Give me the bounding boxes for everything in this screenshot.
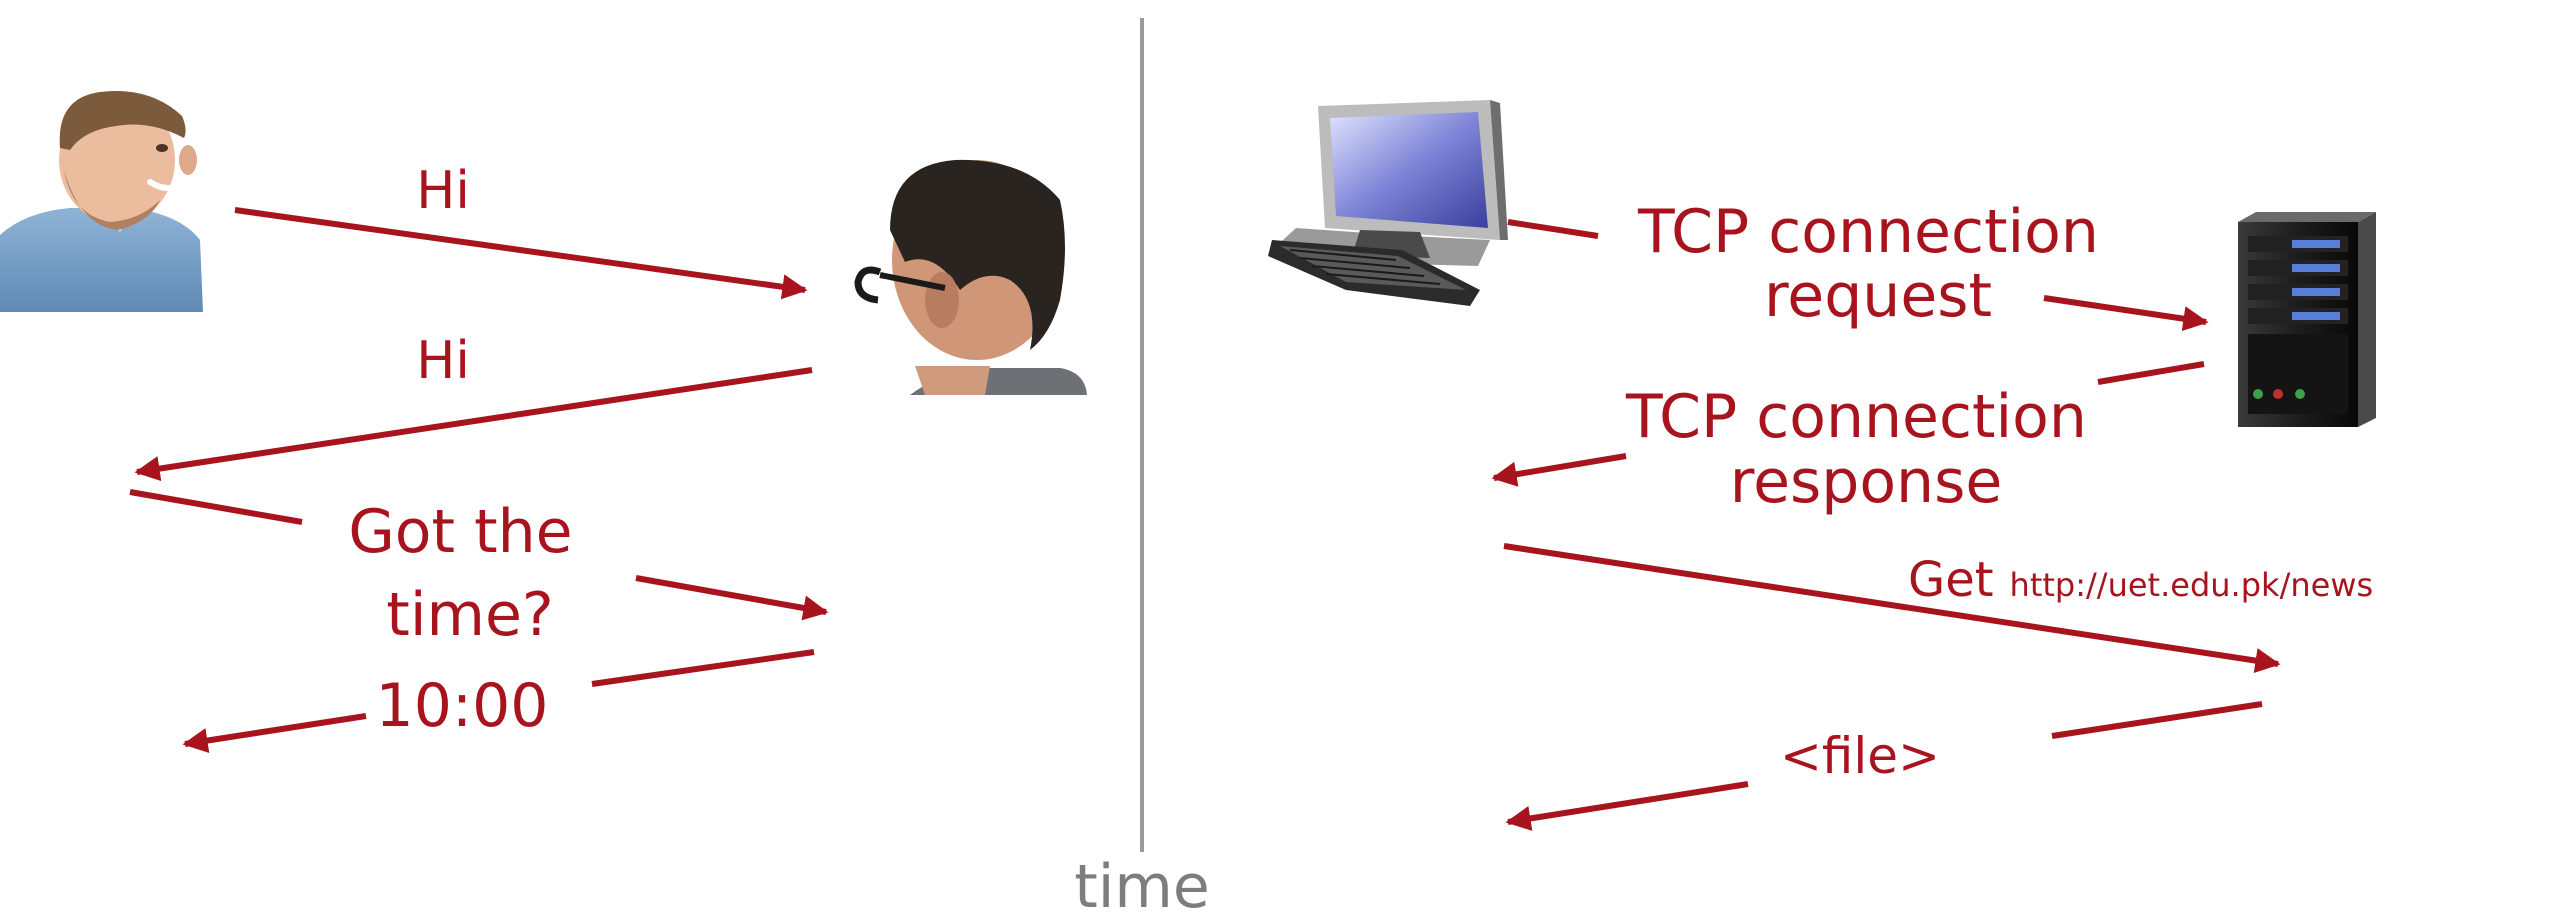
label-hi-reply: Hi xyxy=(416,331,470,391)
arrow-tcp-response-head xyxy=(1491,453,1627,487)
arrow-tcp-request-tail xyxy=(1507,219,1599,239)
arrow-hi-request xyxy=(234,207,808,300)
arrow-file-reply-tail xyxy=(2051,701,2263,739)
network-protocol-messages: TCP connection request TCP connection re… xyxy=(1491,197,2373,831)
desktop-computer-icon xyxy=(1268,100,1508,306)
label-tcp-connection-response: TCP connection response xyxy=(1625,382,2106,517)
arrow-ten-oclock-head xyxy=(182,713,367,753)
server-tower-icon xyxy=(2238,212,2376,427)
human-protocol-messages: Hi Hi Got the time? 10:00 xyxy=(129,161,829,753)
label-hi-request: Hi xyxy=(416,161,470,221)
arrow-file-reply-head xyxy=(1505,781,1749,831)
arrow-got-the-time-tail xyxy=(129,489,303,525)
label-got-the-time: Got the time? xyxy=(348,497,591,650)
label-file-reply: <file> xyxy=(1780,727,1940,785)
label-ten-oclock: 10:00 xyxy=(376,671,549,741)
arrow-got-the-time-head xyxy=(635,575,829,621)
person-glasses-icon xyxy=(854,159,1087,395)
label-get-request: Get http://uet.edu.pk/news xyxy=(1908,552,2373,608)
time-axis-label: time xyxy=(1074,852,1210,919)
person-smiling-icon xyxy=(0,91,203,312)
arrow-tcp-request-head xyxy=(2043,295,2209,332)
label-tcp-connection-request: TCP connection request xyxy=(1637,197,2118,331)
arrow-tcp-response-tail xyxy=(2097,361,2205,385)
arrow-get-request xyxy=(1503,543,2281,674)
arrow-ten-oclock-tail xyxy=(591,649,815,687)
arrow-hi-reply xyxy=(134,367,813,482)
